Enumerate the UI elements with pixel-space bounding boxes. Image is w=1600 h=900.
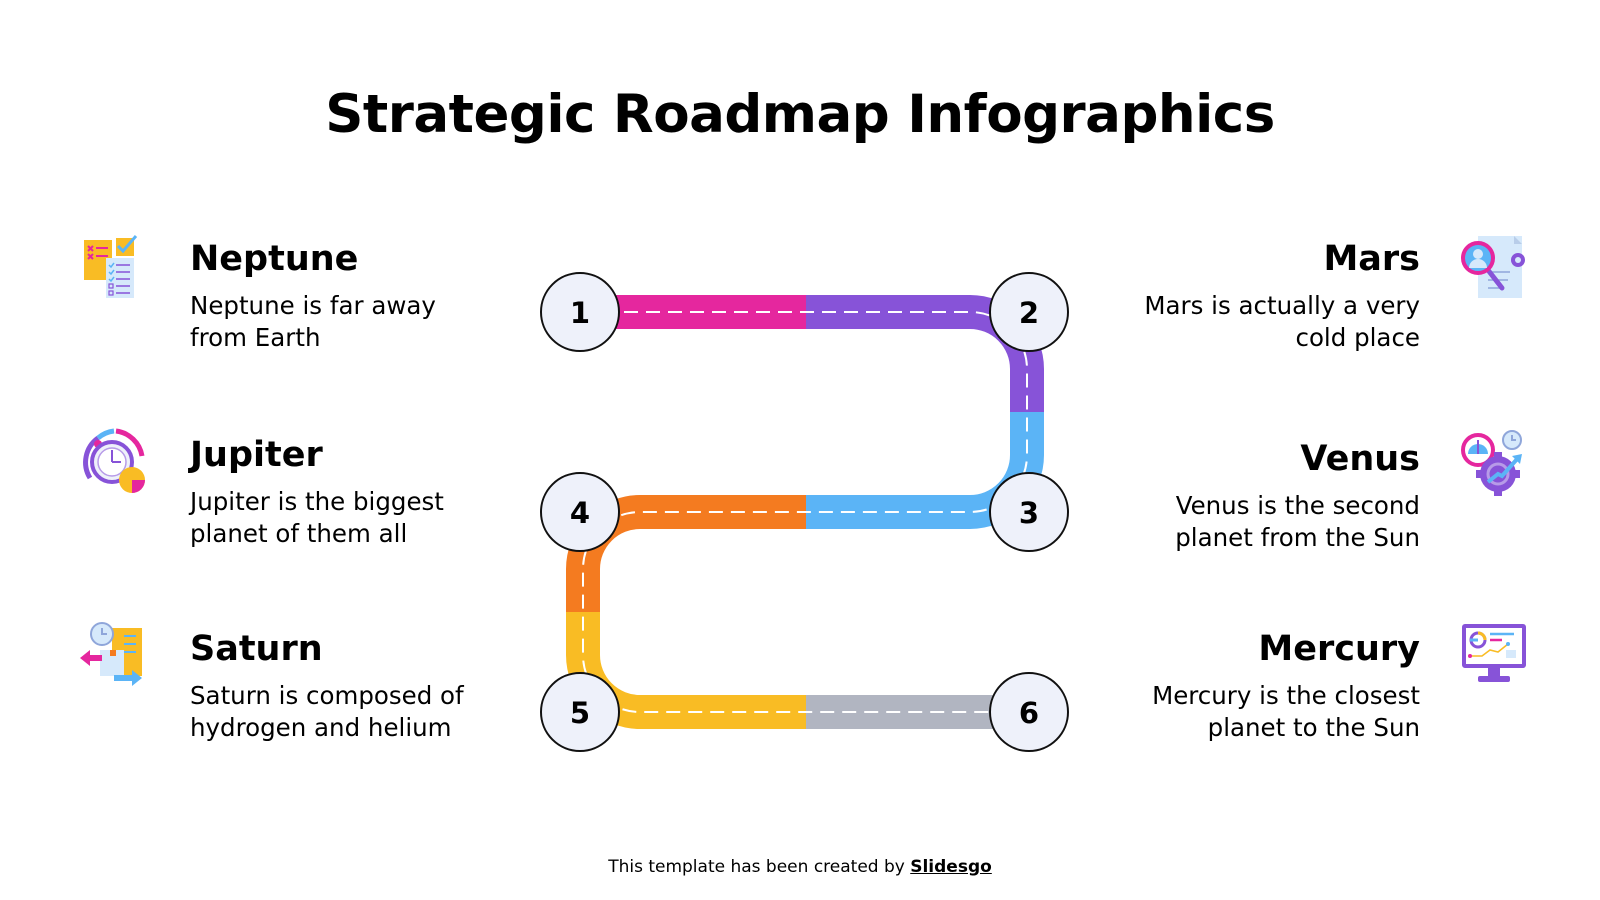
item-title: Mars bbox=[1323, 239, 1420, 279]
item-title: Saturn bbox=[190, 629, 323, 669]
svg-text:3: 3 bbox=[1019, 496, 1039, 530]
step-node-6: 6 bbox=[989, 672, 1069, 752]
item-title: Neptune bbox=[190, 239, 359, 279]
clock-chart-icon bbox=[83, 428, 145, 493]
step-node-3: 3 bbox=[989, 472, 1069, 552]
svg-text:1: 1 bbox=[570, 296, 590, 330]
checklist-icon bbox=[84, 235, 138, 298]
dashed-centerline bbox=[580, 311, 1030, 713]
performance-gear-icon bbox=[1461, 430, 1522, 496]
user-search-document-icon bbox=[1461, 236, 1525, 298]
step-node-5: 5 bbox=[540, 672, 620, 752]
svg-text:6: 6 bbox=[1019, 696, 1039, 730]
step-node-1: 1 bbox=[540, 272, 620, 352]
step-node-2: 2 bbox=[989, 272, 1069, 352]
item-title: Venus bbox=[1300, 439, 1420, 479]
item-title: Jupiter bbox=[190, 435, 323, 475]
monitor-analytics-icon bbox=[1462, 624, 1526, 682]
svg-text:2: 2 bbox=[1019, 296, 1039, 330]
delivery-schedule-icon bbox=[80, 622, 142, 686]
svg-text:5: 5 bbox=[570, 696, 590, 730]
step-node-4: 4 bbox=[540, 472, 620, 552]
svg-text:4: 4 bbox=[570, 496, 590, 530]
footer-text: This template has been created by bbox=[608, 857, 911, 877]
item-title: Mercury bbox=[1258, 629, 1420, 669]
slidesgo-link[interactable]: Slidesgo bbox=[910, 857, 992, 877]
page-title: Strategic Roadmap Infographics bbox=[325, 84, 1275, 145]
footer-credit: This template has been created by Slides… bbox=[0, 857, 1600, 877]
